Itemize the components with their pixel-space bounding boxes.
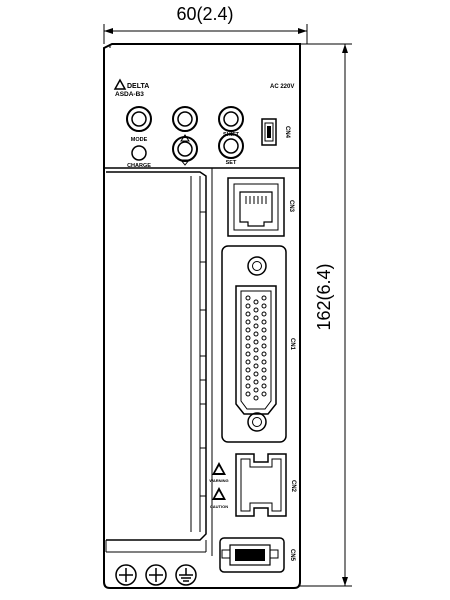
cn1-pin: [261, 335, 267, 341]
shift-button[interactable]: [218, 106, 244, 132]
cn1-pin: [261, 311, 267, 317]
cn5-label: CN5: [289, 549, 295, 562]
width-dimension: 60(2.4): [103, 4, 308, 44]
cn1-pin: [245, 383, 251, 389]
charge-indicator: [131, 145, 147, 161]
cn1-pin: [245, 343, 251, 349]
cn1-pin: [245, 327, 251, 333]
down-arrow-icon: [179, 159, 191, 166]
model-label: ASDA-B3: [115, 91, 144, 98]
cn2-encoder-port[interactable]: [235, 453, 287, 517]
set-label: SET: [226, 160, 237, 166]
ground-screw-2: [145, 564, 167, 586]
cn1-pin: [245, 311, 251, 317]
width-label: 60(2.4): [176, 4, 233, 24]
cn1-pin: [261, 383, 267, 389]
warning-label: WARNING: [209, 478, 228, 483]
cn5-port[interactable]: [219, 537, 285, 573]
cn4-usb-port[interactable]: [261, 118, 277, 146]
cn1-io-port[interactable]: [221, 245, 287, 443]
cn1-label: CN1: [289, 338, 295, 351]
cn1-pin: [253, 395, 259, 401]
cn1-pin: [253, 363, 259, 369]
cn1-pin: [261, 367, 267, 373]
charge-label: CHARGE: [127, 163, 151, 169]
cn1-pin: [245, 367, 251, 373]
cn1-pin: [261, 351, 267, 357]
cn1-pin: [245, 359, 251, 365]
cn1-pin: [245, 375, 251, 381]
cn1-pin: [261, 391, 267, 397]
height-dimension: 162(6.4): [300, 43, 352, 587]
cn1-pin: [253, 299, 259, 305]
cn1-pin: [261, 359, 267, 365]
cn1-pin: [253, 371, 259, 377]
cn1-pin: [253, 331, 259, 337]
cn1-pin: [245, 303, 251, 309]
caution-label: CAUTION: [210, 504, 228, 509]
delta-logo-icon: [113, 78, 127, 90]
cn1-pin: [261, 327, 267, 333]
cn1-pin: [261, 375, 267, 381]
down-button[interactable]: [172, 136, 198, 162]
cn1-pin: [245, 351, 251, 357]
warning-symbol: WARNING: [209, 462, 229, 483]
cn1-pin: [253, 347, 259, 353]
cn1-pin: [253, 323, 259, 329]
cn1-pin: [253, 315, 259, 321]
ground-symbol-icon: [175, 564, 197, 586]
cn1-pin: [261, 343, 267, 349]
drive-body: [103, 43, 301, 589]
brand-label: DELTA: [127, 83, 149, 90]
control-panel: DELTA ASDA-B3 AC 220V MODE SHIFT CHARGE: [113, 78, 294, 169]
front-cover: [105, 171, 207, 553]
cn1-pin: [253, 307, 259, 313]
cn1-pin: [253, 339, 259, 345]
up-button[interactable]: [172, 106, 198, 132]
cn1-pin: [245, 295, 251, 301]
cn2-label: CN2: [290, 480, 296, 493]
cn4-label: CN4: [284, 126, 290, 139]
cn3-label: CN3: [288, 200, 294, 213]
cn1-pin: [253, 387, 259, 393]
cn1-pin: [245, 391, 251, 397]
cn1-pin-array: [245, 295, 267, 401]
mode-label: MODE: [131, 137, 148, 143]
cn1-pin: [253, 355, 259, 361]
voltage-label: AC 220V: [270, 84, 294, 90]
cn1-pin: [261, 303, 267, 309]
height-label: 162(6.4): [314, 263, 334, 330]
cn1-pin: [253, 379, 259, 385]
mode-button[interactable]: [126, 106, 152, 132]
set-button[interactable]: [218, 133, 244, 159]
caution-symbol: CAUTION: [210, 487, 228, 509]
cn1-pin: [245, 335, 251, 341]
cn1-pin: [245, 319, 251, 325]
cn3-rj45-port[interactable]: [227, 177, 285, 237]
cn1-pin: [261, 319, 267, 325]
ground-screw-1: [115, 564, 137, 586]
cn1-pin: [261, 295, 267, 301]
